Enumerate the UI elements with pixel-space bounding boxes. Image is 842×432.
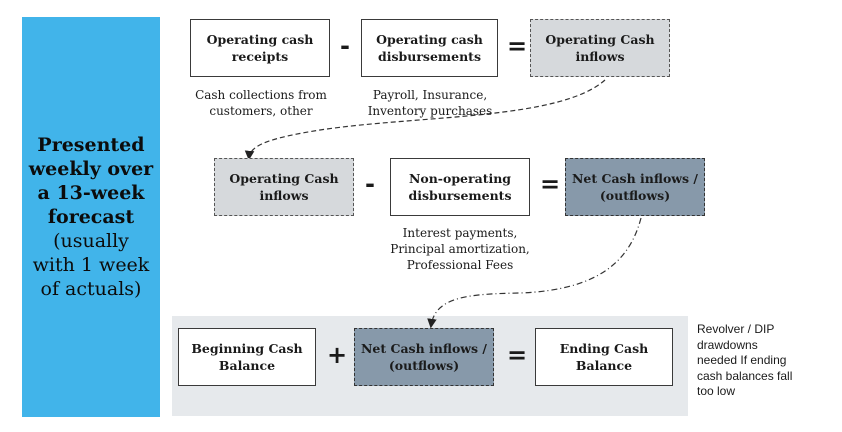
operating-cash-receipts-box: Operating cash receipts <box>190 19 330 77</box>
panel-line: Presented <box>37 134 145 156</box>
panel-line: a 13-week <box>37 182 145 204</box>
beginning-cash-balance-box: Beginning Cash Balance <box>178 328 316 386</box>
operating-cash-inflows-box: Operating Cash inflows <box>530 19 670 77</box>
receipts-note: Cash collections from customers, other <box>195 88 327 118</box>
minus-operator: - <box>340 32 350 60</box>
operating-cash-disbursements-box: Operating cash disbursements <box>361 19 498 77</box>
net-cash-inflows-box-2: Net Cash inflows / (outflows) <box>354 328 494 386</box>
forecast-description-panel: Presented weekly over a 13-week forecast… <box>22 17 160 417</box>
equals-operator-3: = <box>507 341 528 369</box>
disbursements-note: Payroll, Insurance, Inventory purchases <box>367 88 493 118</box>
non-operating-disbursements-box: Non-operating disbursements <box>390 158 530 216</box>
equals-operator: = <box>507 32 528 60</box>
operating-cash-inflows-box-2: Operating Cash inflows <box>214 158 354 216</box>
non-operating-note: Interest payments, Principal amortizatio… <box>390 226 530 272</box>
panel-line: weekly over <box>28 158 154 180</box>
panel-line: forecast <box>47 206 135 228</box>
panel-line: of actuals) <box>40 278 142 300</box>
plus-operator: + <box>327 341 348 369</box>
panel-line: with 1 week <box>32 254 150 276</box>
net-cash-inflows-box: Net Cash inflows / (outflows) <box>565 158 705 216</box>
minus-operator-2: - <box>365 170 375 198</box>
revolver-note: Revolver / DIP drawdowns needed If endin… <box>697 322 793 398</box>
equals-operator-2: = <box>540 170 561 198</box>
connector-row2-to-row3 <box>427 217 642 329</box>
ending-cash-balance-box: Ending Cash Balance <box>535 328 673 386</box>
panel-line: (usually <box>53 230 129 252</box>
connector-row1-to-row2 <box>244 79 606 161</box>
